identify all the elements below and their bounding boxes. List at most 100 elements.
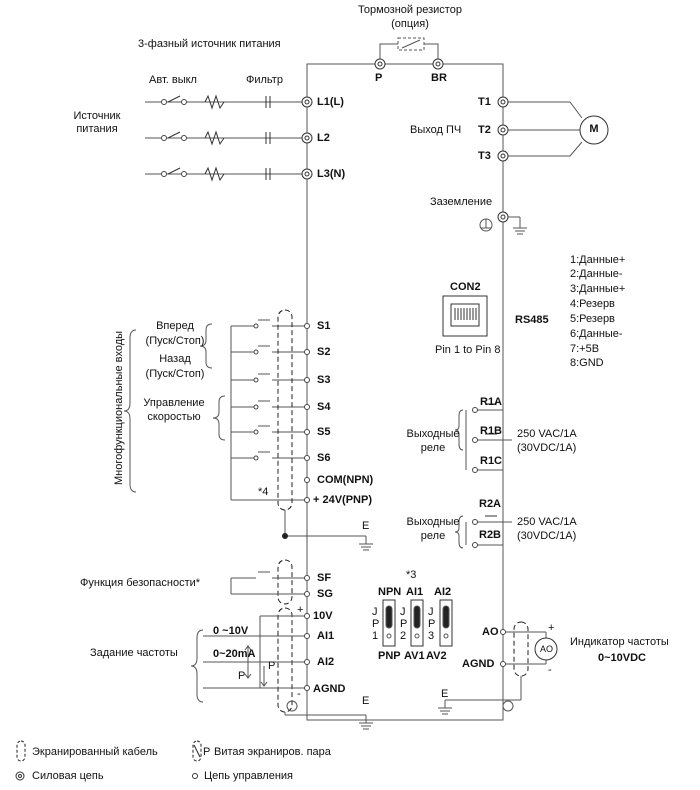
terminal-r1b: R1B — [480, 425, 503, 437]
freq-indicator-range: 0~10VDC — [598, 652, 647, 664]
jp1-j: J — [372, 606, 378, 618]
minus-sign-in: - — [297, 688, 301, 700]
speed-label-2: скоростью — [147, 411, 201, 423]
terminal-com: COM(NPN) — [317, 474, 374, 486]
terminal-l1: L1(L) — [317, 96, 344, 108]
terminal-t3: T3 — [478, 150, 491, 162]
terminal-sg: SG — [317, 588, 333, 600]
jp3-n: 3 — [428, 630, 435, 642]
rs485-connector — [442, 295, 488, 337]
breaker-label: Авт. выкл — [149, 74, 197, 86]
reverse-label-1: Назад — [159, 353, 191, 365]
rs485-pin-7: 7:+5B — [570, 343, 600, 355]
rs485-pin-6: 6:Данные- — [570, 328, 623, 340]
ao-meter — [534, 637, 558, 661]
jp2-p: P — [400, 618, 408, 630]
relay2-rating-1: 250 VAC/1A — [517, 516, 577, 528]
relay2-label-2: реле — [420, 530, 446, 542]
terminal-r2b: R2B — [479, 529, 502, 541]
terminal-ai1: AI1 — [317, 630, 335, 642]
rs485-pin-5: 5:Резерв — [570, 313, 615, 325]
rs485-pin-8: 8:GND — [570, 357, 604, 369]
terminal-sf: SF — [317, 572, 332, 584]
jumper-1 — [382, 599, 396, 647]
note-4: *4 — [258, 486, 269, 498]
pin-caption: Pin 1 to Pin 8 — [435, 344, 501, 356]
jp1-p: P — [372, 618, 380, 630]
jumper-top-ai1: AI1 — [406, 586, 424, 598]
jumper-bottom-av2: AV2 — [426, 650, 447, 662]
filter-label: Фильтр — [246, 74, 283, 86]
relay1-label-1: Выходные — [406, 428, 460, 440]
jp3-j: J — [428, 606, 434, 618]
jumper-bottom-pnp: PNP — [378, 650, 401, 662]
legend-twisted: Витая экраниров. пара — [214, 746, 331, 758]
brake-resistor-label: Тормозной резистор — [358, 4, 462, 16]
ao-plus: + — [548, 622, 555, 634]
three-phase-label: 3-фазный источник питания — [138, 38, 281, 50]
terminal-p: P — [375, 72, 383, 84]
range-voltage: 0 ~10V — [213, 625, 249, 637]
terminal-s4: S4 — [317, 401, 331, 413]
source-label-1: Источник — [73, 110, 121, 122]
jumper-top-ai2: AI2 — [434, 586, 452, 598]
terminal-br: BR — [431, 72, 447, 84]
motor-symbol — [579, 115, 609, 145]
range-current: 0~20mA — [213, 648, 256, 660]
brake-option-label: (опция) — [391, 18, 429, 30]
terminal-s3: S3 — [317, 374, 331, 386]
legend-power: Силовая цепь — [32, 770, 104, 782]
terminal-10v: 10V — [313, 610, 333, 622]
ao-minus: - — [548, 664, 552, 676]
ground-label: Заземление — [430, 196, 493, 208]
rs485-pin-4: 4:Резерв — [570, 298, 615, 310]
con2-label: CON2 — [450, 281, 481, 293]
safety-label: Функция безопасности* — [80, 577, 201, 589]
legend-control: Цепь управления — [204, 770, 293, 782]
terminal-r2a: R2A — [479, 498, 502, 510]
terminal-l3: L3(N) — [317, 168, 346, 180]
terminal-t1: T1 — [478, 96, 491, 108]
pair-p-1: P — [238, 670, 246, 682]
rs485-pin-1: 1:Данные+ — [570, 254, 626, 266]
terminal-agnd-out: AGND — [462, 658, 495, 670]
terminal-ai2: AI2 — [317, 656, 335, 668]
jumper-3 — [439, 599, 453, 647]
earth-label-ao: E — [441, 688, 449, 700]
earth-label-inputs: E — [362, 520, 370, 532]
terminal-ao: AO — [482, 626, 499, 638]
terminal-l2: L2 — [317, 132, 330, 144]
terminal-s2: S2 — [317, 346, 331, 358]
legend-twisted-p: P — [203, 746, 211, 758]
terminal-r1a: R1A — [480, 396, 503, 408]
terminal-r1c: R1C — [480, 455, 503, 467]
jp2-j: J — [400, 606, 406, 618]
multifunction-inputs-label: Многофункциональные входы — [113, 330, 125, 485]
forward-label-1: Вперед — [156, 320, 194, 332]
note-3: *3 — [406, 569, 417, 581]
forward-label-2: (Пуск/Стоп) — [145, 335, 205, 347]
freq-reference-label: Задание частоты — [90, 647, 178, 659]
freq-indicator-label: Индикатор частоты — [570, 636, 669, 648]
rs485-pin-2: 2:Данные- — [570, 268, 623, 280]
drive-output-label: Выход ПЧ — [410, 124, 462, 136]
jp2-n: 2 — [400, 630, 407, 642]
relay1-rating-2: (30VDC/1A) — [517, 442, 577, 454]
earth-label-analog: E — [362, 695, 370, 707]
relay1-label-2: реле — [420, 442, 446, 454]
terminal-24v: + 24V(PNP) — [313, 494, 372, 506]
jumper-2 — [410, 599, 424, 647]
jumper-top-npn: NPN — [378, 586, 402, 598]
rs485-label: RS485 — [515, 314, 549, 326]
reverse-label-2: (Пуск/Стоп) — [145, 368, 205, 380]
relay2-label-1: Выходные — [406, 516, 460, 528]
terminal-agnd-in: AGND — [313, 683, 346, 695]
pair-p-2: P — [268, 660, 276, 672]
legend-shielded: Экранированный кабель — [32, 746, 158, 758]
ao-meter-label: AO — [540, 644, 554, 654]
motor-label: M — [589, 123, 599, 135]
relay2-rating-2: (30VDC/1A) — [517, 530, 577, 542]
jp3-p: P — [428, 618, 436, 630]
drive-body — [306, 63, 504, 721]
